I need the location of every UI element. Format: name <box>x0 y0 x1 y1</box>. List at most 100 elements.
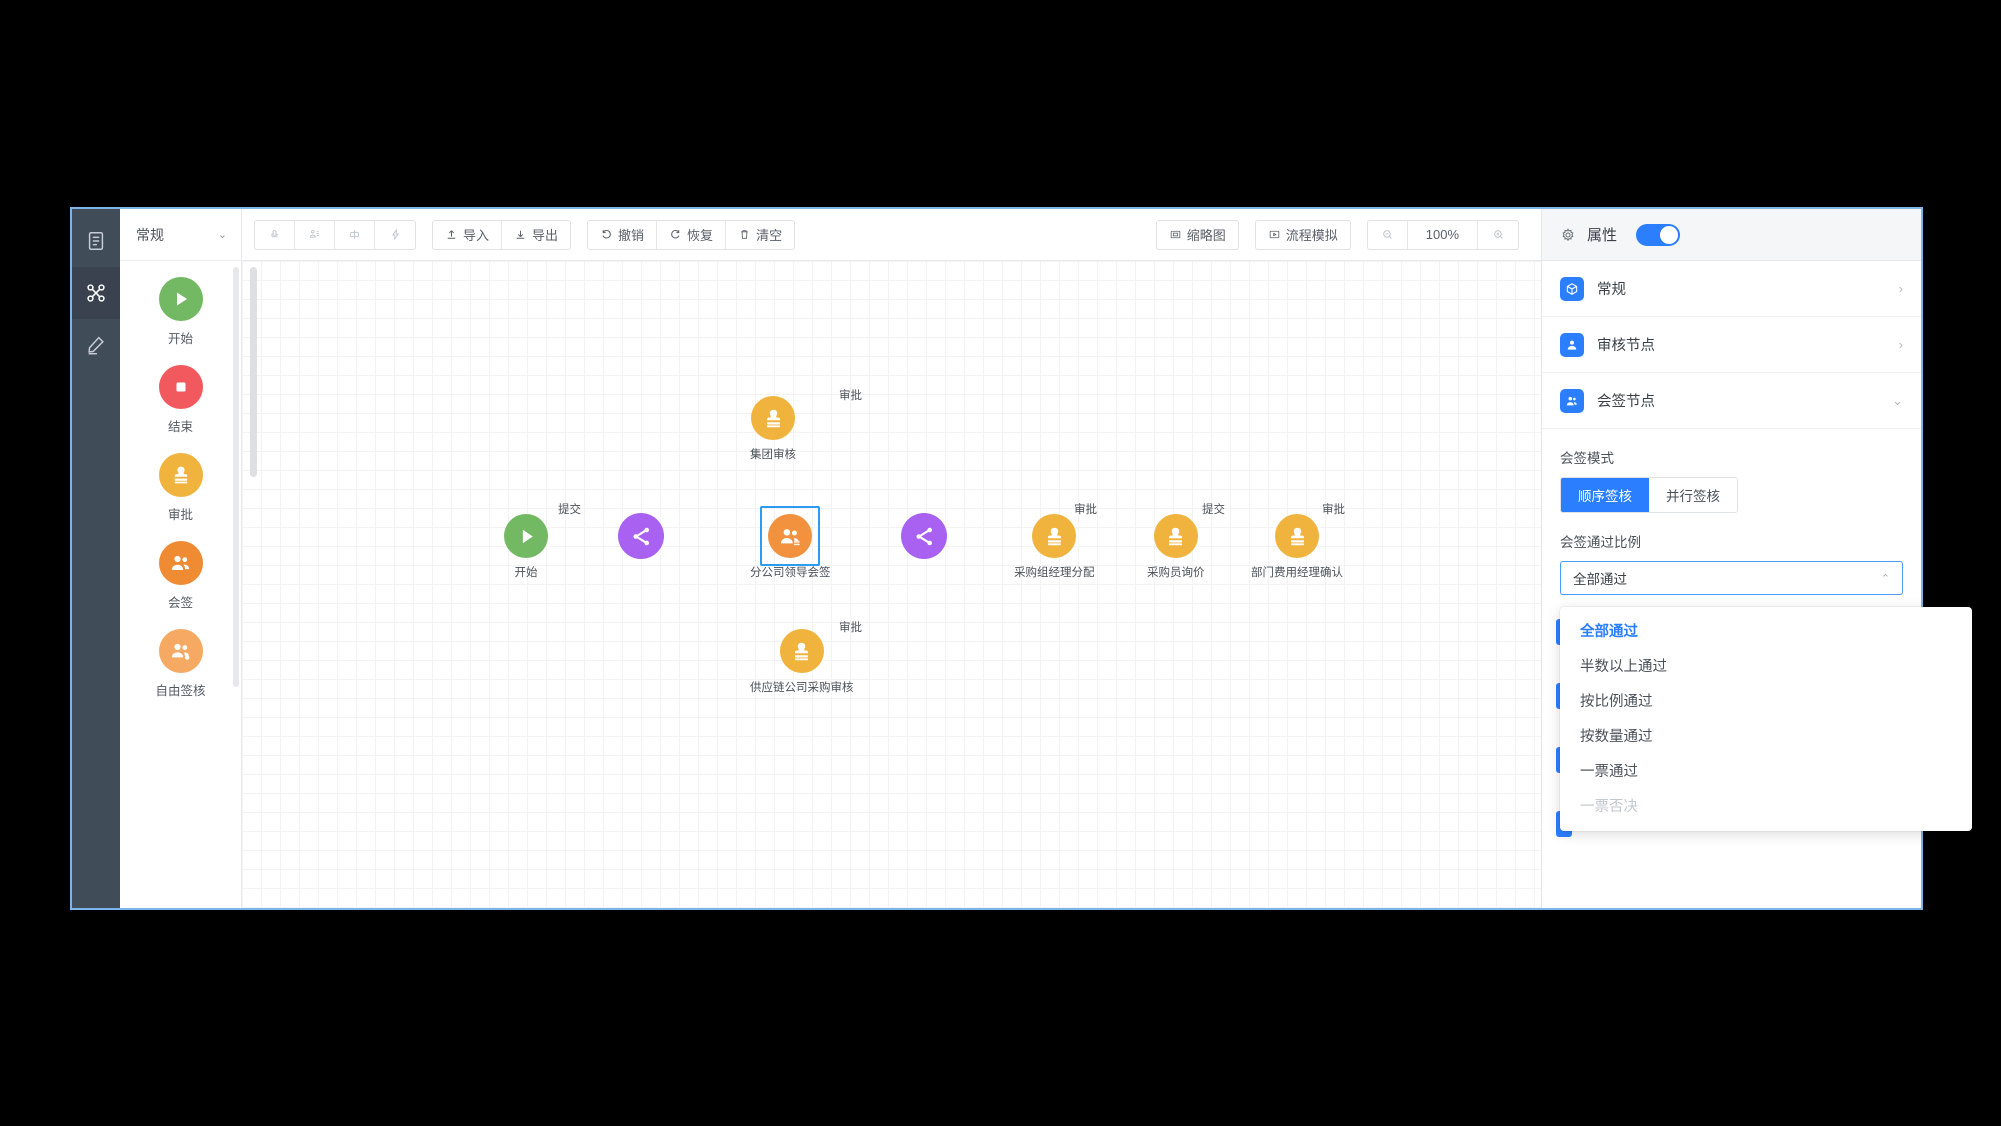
properties-toggle[interactable] <box>1636 223 1681 246</box>
edge-label: 审批 <box>839 390 862 402</box>
zoom-out-icon <box>1382 230 1392 239</box>
stamp-icon <box>1275 514 1319 558</box>
countersign-mode-label: 会签模式 <box>1560 451 1614 466</box>
align-tool-icon[interactable] <box>335 220 375 249</box>
node-label: 采购组经理分配 <box>1014 567 1095 579</box>
pass-ratio-dropdown[interactable]: 全部通过 半数以上通过 按比例通过 按数量通过 一票通过 一票否决 <box>1560 607 1972 831</box>
form-icon[interactable] <box>72 215 120 267</box>
trash-icon <box>741 230 748 239</box>
pen-icon[interactable] <box>72 319 120 371</box>
redo-icon <box>671 230 680 239</box>
stamp-icon <box>1153 514 1198 558</box>
users-gear-icon <box>158 629 203 673</box>
clear-label: 清空 <box>756 228 783 243</box>
zoom-out-button[interactable] <box>1368 220 1408 249</box>
chevron-down-icon: ⌄ <box>217 229 227 241</box>
pass-ratio-value: 全部通过 <box>1573 572 1627 587</box>
palette-category-header[interactable]: 常规 ⌄ <box>120 209 241 261</box>
prop-section-countersign-node[interactable]: 会签节点 ⌄ <box>1542 373 1921 429</box>
redo-label: 恢复 <box>687 228 714 243</box>
flow-node-supply-chain-review[interactable]: 供应链公司采购审核 <box>750 629 854 695</box>
toolbar-group-io: 导入 导出 <box>432 219 572 250</box>
share-icon <box>901 513 947 559</box>
thumbnail-button[interactable]: 缩略图 <box>1157 221 1238 249</box>
play-icon <box>504 514 548 558</box>
prop-section-label: 审核节点 <box>1597 338 1655 354</box>
flow-canvas[interactable]: 开始 <box>242 261 1541 908</box>
stamp-tool-icon[interactable] <box>255 220 295 249</box>
flow-node-purchasing-manager-assign[interactable]: 采购组经理分配 <box>1014 514 1095 580</box>
node-label: 分公司领导会签 <box>750 567 831 579</box>
flow-node-buyer-inquiry[interactable]: 采购员询价 <box>1147 514 1205 580</box>
flow-node-branch-leader-countersign[interactable]: 分公司领导会签 <box>750 506 831 580</box>
segment-sequential[interactable]: 顺序签核 <box>1561 478 1649 512</box>
dropdown-option-one-vote-pass[interactable]: 一票通过 <box>1580 764 1638 780</box>
simulate-label: 流程模拟 <box>1285 228 1338 243</box>
palette-item-label: 审批 <box>167 508 193 522</box>
flow-node-group-review[interactable]: 集团审核 <box>750 396 796 462</box>
undo-icon <box>602 230 611 239</box>
prop-section-review-node[interactable]: 审核节点 › <box>1542 317 1921 373</box>
dropdown-option-majority-pass[interactable]: 半数以上通过 <box>1580 659 1667 675</box>
flow-node-start[interactable]: 开始 <box>504 514 548 580</box>
zoom-level-value[interactable]: 100% <box>1408 220 1478 249</box>
left-icon-rail <box>72 209 120 908</box>
flow-icon[interactable] <box>72 267 120 319</box>
workflow-designer-window: 常规 ⌄ 开始 结束 <box>70 207 1972 910</box>
node-label: 部门费用经理确认 <box>1251 567 1343 579</box>
palette-category-label: 常规 <box>136 226 164 243</box>
palette-item-end[interactable]: 结束 <box>120 365 241 435</box>
edge-label: 审批 <box>1074 504 1097 516</box>
export-button[interactable]: 导出 <box>502 221 570 249</box>
palette-item-start[interactable]: 开始 <box>120 277 241 347</box>
dropdown-option-all-pass[interactable]: 全部通过 <box>1580 624 1638 640</box>
canvas-vertical-scrollbar[interactable] <box>250 267 257 477</box>
users-icon <box>158 541 203 585</box>
dropdown-option-count-pass[interactable]: 按数量通过 <box>1580 729 1653 745</box>
import-icon <box>447 230 456 239</box>
edge-label: 审批 <box>839 622 862 634</box>
chevron-down-icon: ⌄ <box>1892 392 1903 408</box>
undo-button[interactable]: 撤销 <box>588 220 658 249</box>
palette-scrollbar[interactable] <box>233 267 239 687</box>
users-icon <box>1560 388 1584 413</box>
palette-item-label: 开始 <box>167 332 193 346</box>
shape-palette: 常规 ⌄ 开始 结束 <box>120 209 242 908</box>
pass-ratio-select[interactable]: 全部通过 ⌃ <box>1560 561 1903 595</box>
flow-node-gateway-1[interactable] <box>618 513 664 559</box>
toolbar-group-thumbnail: 缩略图 <box>1155 219 1239 250</box>
node-label: 采购员询价 <box>1147 567 1205 579</box>
prop-section-general[interactable]: 常规 › <box>1542 261 1921 317</box>
panel-title: 属性 <box>1587 227 1618 244</box>
node-tool-icon[interactable] <box>295 220 335 249</box>
share-icon <box>618 513 664 559</box>
palette-item-approve[interactable]: 审批 <box>120 453 241 523</box>
segment-parallel[interactable]: 并行签核 <box>1649 478 1737 512</box>
lightning-tool-icon[interactable] <box>375 221 415 249</box>
clear-button[interactable]: 清空 <box>726 221 794 249</box>
palette-item-list[interactable]: 开始 结束 审批 <box>120 261 241 908</box>
zoom-in-button[interactable] <box>1478 221 1518 249</box>
play-icon <box>158 277 203 321</box>
countersign-settings: 会签模式 顺序签核 并行签核 会签通过比例 全部通过 ⌃ 全部通过 半数以上通过 <box>1542 429 1972 837</box>
properties-panel: 属性 常规 › 审核节点 › <box>1541 209 1972 908</box>
palette-item-countersign[interactable]: 会签 <box>120 541 241 611</box>
palette-item-free-sign[interactable]: 自由签核 <box>120 629 241 699</box>
stamp-icon <box>751 396 795 440</box>
properties-header: 属性 <box>1542 209 1921 261</box>
palette-item-label: 会签 <box>167 596 193 610</box>
flow-node-dept-cost-manager-confirm[interactable]: 部门费用经理确认 <box>1251 514 1343 580</box>
toolbar-group-zoom: 100% <box>1366 219 1519 250</box>
flow-node-gateway-2[interactable] <box>901 513 947 559</box>
dropdown-option-ratio-pass[interactable]: 按比例通过 <box>1580 694 1653 710</box>
import-button[interactable]: 导入 <box>433 220 503 249</box>
simulate-button[interactable]: 流程模拟 <box>1256 221 1350 249</box>
toolbar-group-history: 撤销 恢复 清空 <box>587 219 796 250</box>
redo-button[interactable]: 恢复 <box>657 220 727 249</box>
users-icon <box>768 514 813 558</box>
simulate-icon <box>1269 230 1279 239</box>
thumbnail-label: 缩略图 <box>1186 228 1226 243</box>
import-label: 导入 <box>463 228 490 243</box>
undo-label: 撤销 <box>618 228 645 243</box>
gear-icon <box>1560 227 1576 243</box>
